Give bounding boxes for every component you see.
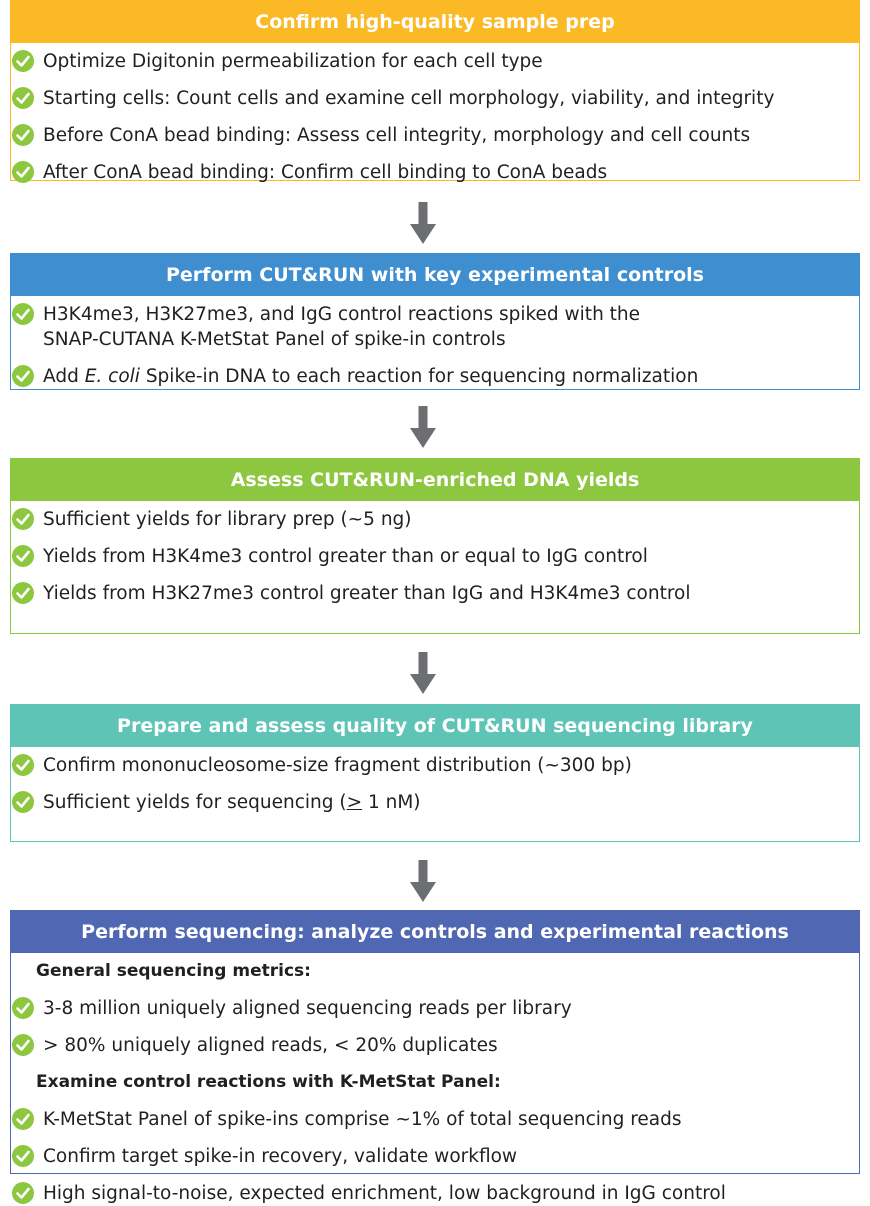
checkmark-circle-icon <box>12 1034 34 1056</box>
checkmark-circle-icon <box>12 124 34 146</box>
checklist-item: Before ConA bead binding: Assess cell in… <box>11 123 859 148</box>
item-text-tail: Spike-in DNA to each reaction for sequen… <box>139 366 699 387</box>
item-text: Sufficient yields for library prep (~5 n… <box>43 509 412 530</box>
item-text: Before ConA bead binding: Assess cell in… <box>43 125 751 146</box>
species-name: E. coli <box>84 366 140 387</box>
item-text: Optimize Digitonin permeabilization for … <box>43 51 543 72</box>
checkmark-circle-icon <box>12 508 34 530</box>
step-title: Perform CUT&RUN with key experimental co… <box>11 254 859 296</box>
item-text: Yields from H3K27me3 control greater tha… <box>43 583 691 604</box>
item-text: K-MetStat Panel of spike-ins comprise ~1… <box>43 1109 682 1130</box>
checkmark-circle-icon <box>12 1182 34 1204</box>
step-items: Confirm mononucleosome-size fragment dis… <box>11 747 859 815</box>
checkmark-circle-icon <box>12 1145 34 1167</box>
item-text: Confirm mononucleosome-size fragment dis… <box>43 755 632 776</box>
item-text: High signal-to-noise, expected enrichmen… <box>43 1183 726 1204</box>
item-text: Add <box>43 366 85 387</box>
down-arrow-icon <box>410 860 436 902</box>
step-title: Confirm high-quality sample prep <box>11 1 859 43</box>
checklist-item: Optimize Digitonin permeabilization for … <box>11 49 859 74</box>
down-arrow-icon <box>410 202 436 244</box>
item-text-continued: SNAP-CUTANA K-MetStat Panel of spike-in … <box>43 329 506 350</box>
checklist-item: Yields from H3K4me3 control greater than… <box>11 544 859 569</box>
step-items: H3K4me3, H3K27me3, and IgG control react… <box>11 296 859 389</box>
checkmark-circle-icon <box>12 303 34 325</box>
item-text: Sufficient yields for sequencing ( <box>43 792 347 813</box>
step-items: Sufficient yields for library prep (~5 n… <box>11 501 859 606</box>
checkmark-circle-icon <box>12 87 34 109</box>
subheading-text: General sequencing metrics: <box>36 961 311 981</box>
checkmark-circle-icon <box>12 161 34 183</box>
step-cut-and-run: Perform CUT&RUN with key experimental co… <box>10 253 860 390</box>
down-arrow-icon <box>410 652 436 694</box>
greater-equal-symbol: > <box>346 792 363 813</box>
checklist-item: After ConA bead binding: Confirm cell bi… <box>11 160 859 185</box>
step-dna-yields: Assess CUT&RUN-enriched DNA yields Suffi… <box>10 458 860 634</box>
checkmark-circle-icon <box>12 754 34 776</box>
step-sample-prep: Confirm high-quality sample prep Optimiz… <box>10 0 860 183</box>
checklist-item: K-MetStat Panel of spike-ins comprise ~1… <box>11 1107 859 1132</box>
item-text: Yields from H3K4me3 control greater than… <box>43 546 648 567</box>
checkmark-circle-icon <box>12 582 34 604</box>
checkmark-circle-icon <box>12 997 34 1019</box>
checklist-item: 3-8 million uniquely aligned sequencing … <box>11 996 859 1021</box>
step-title: Assess CUT&RUN-enriched DNA yields <box>11 459 859 501</box>
checkmark-circle-icon <box>12 791 34 813</box>
checklist-item: Add E. coli Spike-in DNA to each reactio… <box>11 364 859 389</box>
checklist-item: Sufficient yields for sequencing (> 1 nM… <box>11 790 859 815</box>
step-sequencing-library: Prepare and assess quality of CUT&RUN se… <box>10 704 860 842</box>
step-sequencing-analysis: Perform sequencing: analyze controls and… <box>10 910 860 1204</box>
checkmark-circle-icon <box>12 50 34 72</box>
item-text: After ConA bead binding: Confirm cell bi… <box>43 162 608 183</box>
subheading: Examine control reactions with K-MetStat… <box>11 1070 859 1095</box>
checklist-item: Sufficient yields for library prep (~5 n… <box>11 507 859 532</box>
subheading-text: Examine control reactions with K-MetStat… <box>36 1072 501 1092</box>
checklist-item: Confirm mononucleosome-size fragment dis… <box>11 753 859 778</box>
item-text-tail: 1 nM) <box>362 792 421 813</box>
checklist-item: Confirm target spike-in recovery, valida… <box>11 1144 859 1169</box>
checkmark-circle-icon <box>12 545 34 567</box>
down-arrow-icon <box>410 406 436 448</box>
step-title: Prepare and assess quality of CUT&RUN se… <box>11 705 859 747</box>
item-text: 3-8 million uniquely aligned sequencing … <box>43 998 572 1019</box>
checkmark-circle-icon <box>12 1108 34 1130</box>
checklist-item: High signal-to-noise, expected enrichmen… <box>11 1181 859 1206</box>
checklist-item: > 80% uniquely aligned reads, < 20% dupl… <box>11 1033 859 1058</box>
step-items: General sequencing metrics: 3-8 million … <box>11 953 859 1206</box>
item-text: Confirm target spike-in recovery, valida… <box>43 1146 518 1167</box>
step-title: Perform sequencing: analyze controls and… <box>11 911 859 953</box>
step-items: Optimize Digitonin permeabilization for … <box>11 43 859 185</box>
qc-workflow-diagram: Confirm high-quality sample prep Optimiz… <box>10 0 860 1204</box>
item-text: H3K4me3, H3K27me3, and IgG control react… <box>43 304 641 325</box>
checklist-item: H3K4me3, H3K27me3, and IgG control react… <box>11 302 859 352</box>
checklist-item: Yields from H3K27me3 control greater tha… <box>11 581 859 606</box>
checkmark-circle-icon <box>12 365 34 387</box>
checklist-item: Starting cells: Count cells and examine … <box>11 86 859 111</box>
item-text: > 80% uniquely aligned reads, < 20% dupl… <box>43 1035 498 1056</box>
item-text: Starting cells: Count cells and examine … <box>43 88 775 109</box>
subheading: General sequencing metrics: <box>11 959 859 984</box>
